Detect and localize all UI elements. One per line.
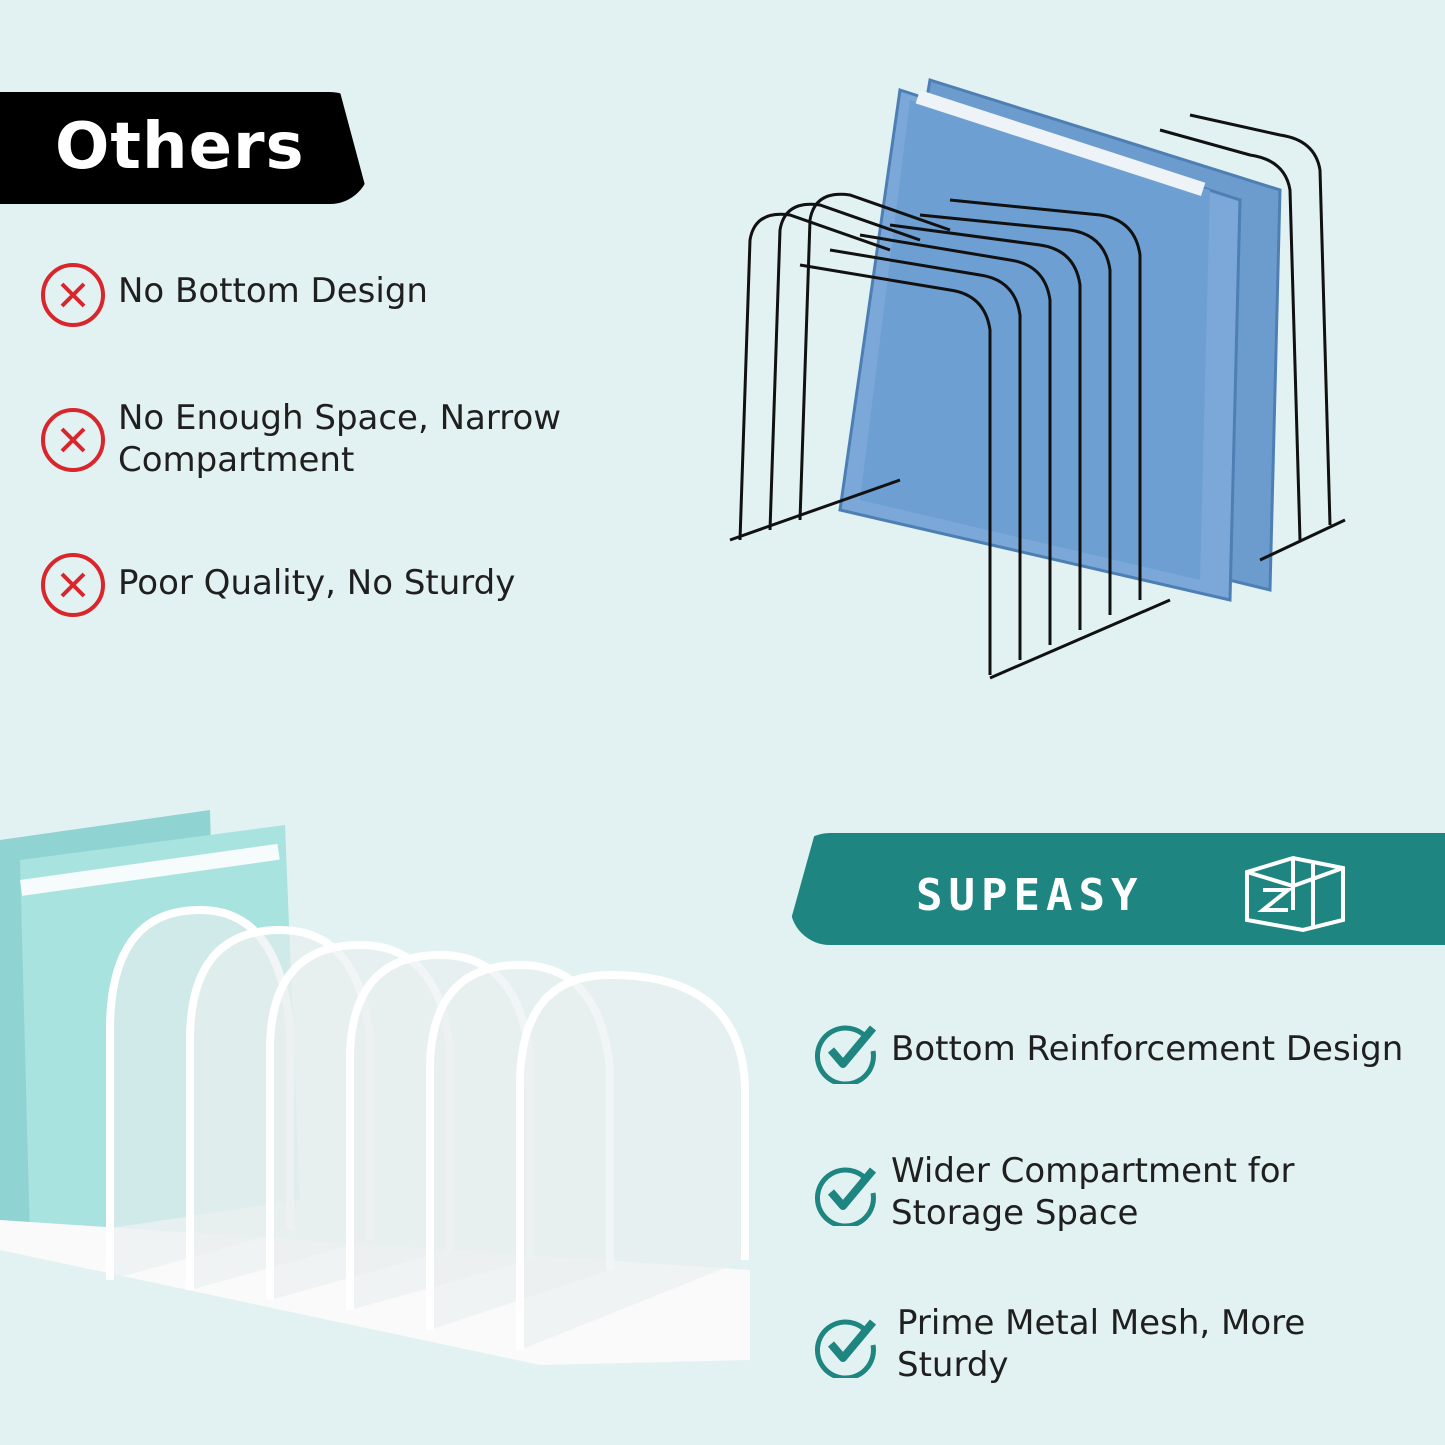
- others-item: Poor Quality, No Sturdy: [40, 552, 515, 618]
- item-label-line1: No Enough Space, Narrow: [118, 398, 562, 438]
- item-label-line2: Sturdy: [897, 1345, 1009, 1385]
- item-label-line2: Compartment: [118, 440, 355, 480]
- x-circle-icon: [41, 408, 105, 472]
- check-circle-icon: [814, 1319, 877, 1378]
- mesh-file-organizer-image: [0, 810, 750, 1365]
- others-item: No Bottom Design: [40, 262, 428, 328]
- brand-logo-icon: [1245, 855, 1345, 933]
- x-circle-icon: [41, 553, 105, 617]
- brand-item: Bottom Reinforcement Design: [813, 1018, 1403, 1084]
- item-label: Bottom Reinforcement Design: [891, 1029, 1404, 1069]
- item-label: No Bottom Design: [118, 271, 428, 311]
- item-label-line2: Storage Space: [891, 1193, 1139, 1233]
- x-circle-icon: [41, 263, 105, 327]
- item-label: Poor Quality, No Sturdy: [118, 563, 516, 603]
- item-label-line1: Wider Compartment for: [891, 1151, 1295, 1191]
- others-title: Others: [55, 110, 305, 184]
- brand-banner: [790, 833, 1445, 945]
- brand-logo-text: SUPEASY: [916, 870, 1144, 921]
- others-banner: [0, 92, 370, 204]
- check-circle-icon: [814, 1167, 877, 1226]
- check-circle-icon: [814, 1025, 877, 1084]
- wire-file-rack-image: [729, 78, 1346, 680]
- item-label-line1: Prime Metal Mesh, More: [897, 1303, 1306, 1343]
